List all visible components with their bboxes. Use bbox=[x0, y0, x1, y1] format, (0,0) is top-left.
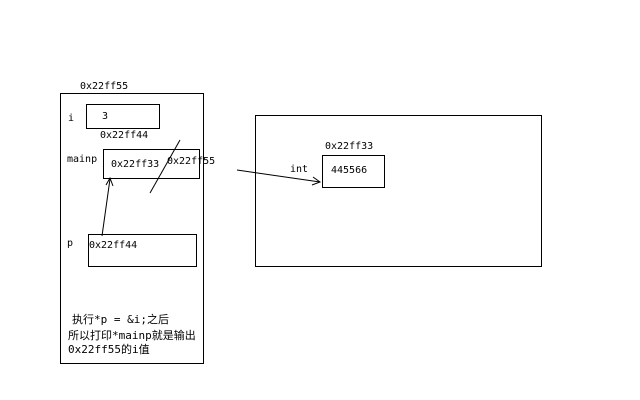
stack-frame-address: 0x22ff55 bbox=[80, 81, 129, 92]
note-line-3: 0x22ff55的i值 bbox=[68, 343, 150, 356]
note-line-2: 所以打印*mainp就是输出 bbox=[68, 329, 196, 342]
var-p-cell bbox=[88, 234, 197, 267]
var-i-address: 0x22ff44 bbox=[100, 130, 149, 141]
int-cell-value: 445566 bbox=[331, 165, 368, 176]
var-mainp-extra-value: 0x22ff55 bbox=[167, 156, 216, 167]
var-i-value: 3 bbox=[102, 111, 109, 122]
stack-frame bbox=[60, 93, 204, 364]
int-cell-label: int bbox=[290, 164, 309, 175]
int-cell-address: 0x22ff33 bbox=[325, 141, 374, 152]
heap-frame bbox=[255, 115, 542, 267]
int-cell bbox=[322, 155, 385, 188]
var-p-label: p bbox=[67, 238, 74, 249]
var-mainp-value: 0x22ff33 bbox=[111, 159, 160, 170]
var-i-label: i bbox=[68, 113, 75, 124]
var-p-value: 0x22ff44 bbox=[89, 240, 138, 251]
var-mainp-label: mainp bbox=[67, 154, 98, 165]
var-i-cell bbox=[86, 104, 160, 129]
note-line-1: 执行*p = &i;之后 bbox=[72, 313, 169, 326]
